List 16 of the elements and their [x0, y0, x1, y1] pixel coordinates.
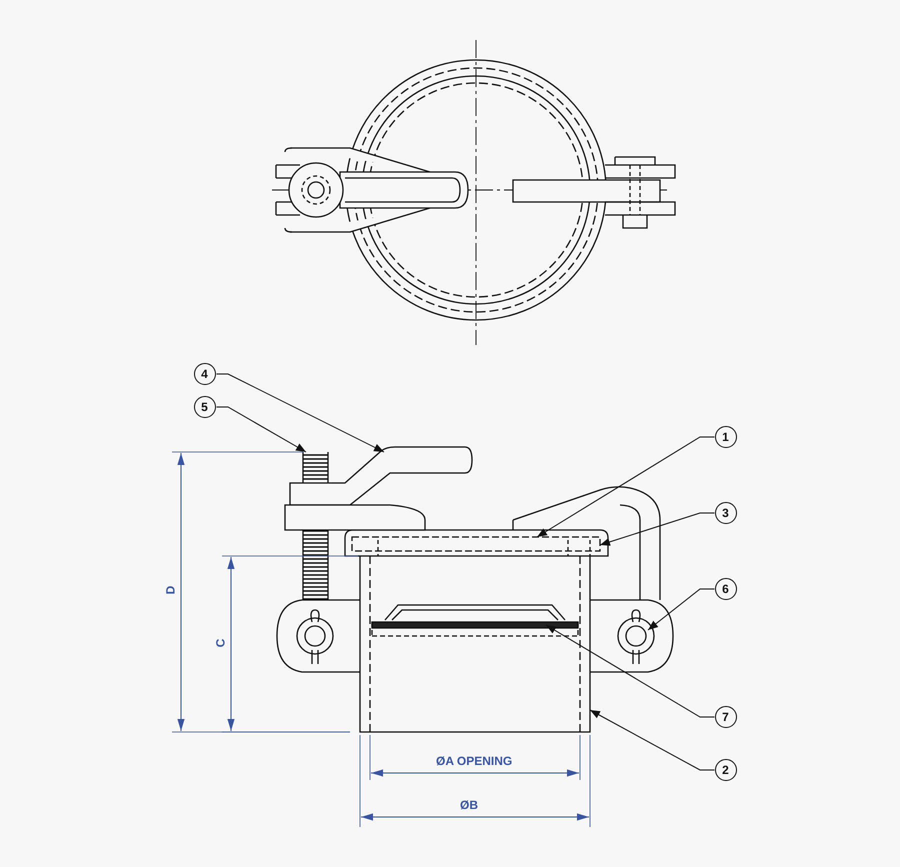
dimension-label: ØA OPENING — [434, 754, 514, 768]
callout-number: 5 — [194, 396, 216, 418]
leader-line — [536, 436, 715, 538]
leader-line — [546, 624, 715, 718]
callout-number: 4 — [194, 362, 216, 384]
callout-number: 1 — [714, 426, 736, 448]
leader-line — [590, 710, 715, 770]
callout-number: 3 — [714, 502, 736, 524]
callout-number: 7 — [714, 706, 736, 728]
leader-line — [216, 406, 306, 452]
callout-number: 2 — [714, 758, 736, 780]
callout-number: 6 — [714, 578, 736, 600]
leader-line — [648, 588, 715, 630]
dimension-label: ØB — [458, 798, 480, 812]
leader-line — [600, 512, 715, 546]
leader-line — [216, 374, 384, 452]
